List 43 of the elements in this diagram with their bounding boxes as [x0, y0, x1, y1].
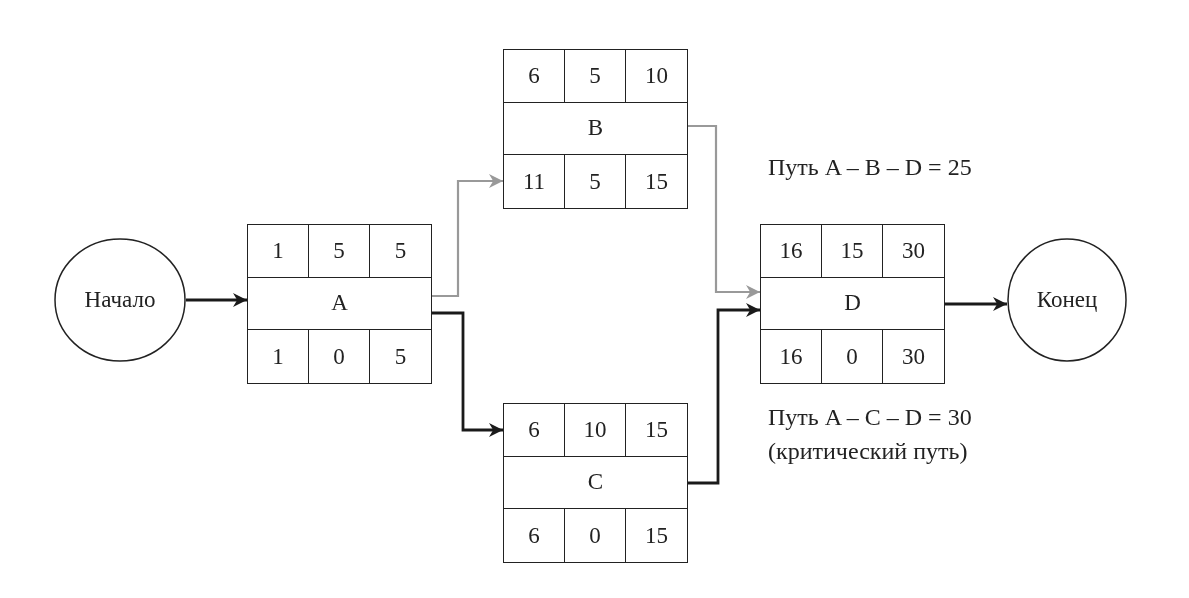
time-value-cell: 1: [248, 330, 309, 383]
time-value-cell-text: 30: [901, 342, 926, 371]
time-value-cell: 16: [761, 225, 822, 278]
time-value-cell: 0: [822, 330, 883, 383]
time-value-cell: 15: [626, 404, 687, 457]
task-name-cell: D: [761, 277, 944, 331]
activity-box: [760, 224, 945, 384]
time-value-cell: 11: [504, 155, 565, 208]
time-value-cell: 6: [504, 509, 565, 562]
time-value-cell: 0: [565, 509, 626, 562]
time-value-cell: 10: [626, 50, 687, 103]
task-name-cell: C: [504, 456, 687, 510]
time-value-cell: 1: [248, 225, 309, 278]
arrow: [688, 124, 760, 299]
path-note: (критический путь): [768, 438, 968, 465]
time-value-cell: 10: [565, 404, 626, 457]
arrow: [432, 174, 503, 298]
time-value-cell: 16: [761, 330, 822, 383]
arrow: [186, 293, 247, 307]
time-value-cell-text: 5: [393, 342, 408, 371]
time-value-cell: 6: [504, 404, 565, 457]
time-value-cell-text: 15: [644, 167, 669, 196]
arrow: [688, 303, 760, 485]
arrow: [432, 311, 503, 437]
task-name-cell: B: [504, 102, 687, 156]
activity-box: [247, 224, 432, 384]
time-value-cell-text: 15: [644, 521, 669, 550]
time-value-cell: 5: [370, 225, 431, 278]
event-label: Начало: [84, 287, 156, 313]
path-note: Путь A – B – D = 25: [768, 154, 972, 181]
time-value-cell: 5: [309, 225, 370, 278]
path-note: Путь A – C – D = 30: [768, 404, 972, 431]
activity-box: [503, 403, 688, 563]
time-value-cell: 15: [822, 225, 883, 278]
time-value-cell: 6: [504, 50, 565, 103]
time-value-cell: 5: [565, 50, 626, 103]
task-name-cell: A: [248, 277, 431, 331]
event-label: Конец: [1036, 287, 1098, 313]
activity-box: [503, 49, 688, 209]
time-value-cell: 0: [309, 330, 370, 383]
arrow: [945, 297, 1007, 311]
time-value-cell: 5: [565, 155, 626, 208]
time-value-cell: 30: [883, 225, 944, 278]
